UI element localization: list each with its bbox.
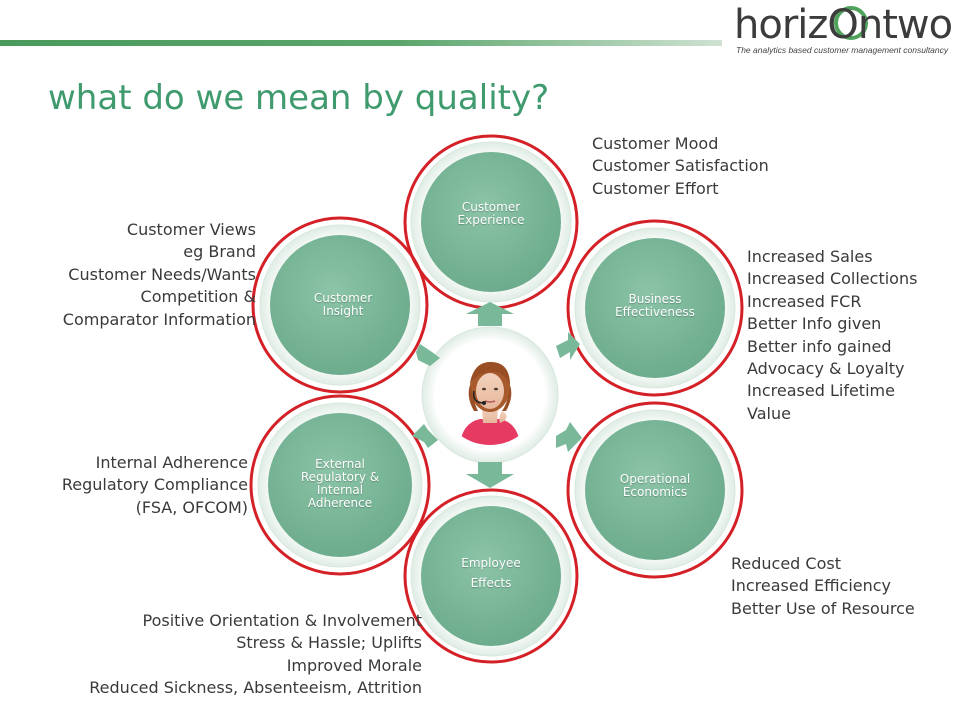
node-label-line: Employee [461,556,521,570]
note-line: Customer Mood [592,134,719,153]
highlight-ring-employee-effects [403,488,579,664]
note-customer-experience: Customer Mood Customer Satisfaction Cust… [592,133,769,200]
node-circle-employee-effects [410,495,572,657]
note-line: (FSA, OFCOM) [135,497,248,517]
node-label-line: Effects [470,576,512,590]
note-line: Positive Orientation & Involvement [142,611,422,630]
note-line: Stress & Hassle; Uplifts [236,633,422,653]
node-label-line: Customer [313,291,373,305]
arrow-to-business-effectiveness [556,332,580,360]
logo-tagline: The analytics based customer management … [736,45,949,55]
node-label-line: Experience [457,213,525,227]
highlight-ring-customer-insight [251,216,429,394]
note-line: Regulatory Compliance [61,475,248,495]
arrow-to-customer-insight [416,344,440,366]
note-line: eg Brand [183,242,256,262]
arrow-to-external-regulatory [412,424,438,448]
note-line: Comparator Information [62,309,256,329]
note-line: Increased Sales [747,247,873,266]
node-circle-operational-economics [574,409,736,571]
note-line: Internal Adherence [95,453,248,472]
note-line: Better Use of Resource [731,598,915,618]
note-line: Competition & [140,287,256,307]
note-line: Customer Effort [592,178,719,198]
note-line: Better info gained [747,336,892,356]
note-business-effectiveness: Increased Sales Increased Collections In… [747,246,917,425]
node-label-customer-experience: Customer Experience [458,201,525,227]
page-title: what do we mean by quality? [48,78,550,118]
arrow-to-employee-effects [466,462,514,488]
node-label-operational-economics: Operational Economics [620,473,690,499]
note-line: Customer Needs/Wants [68,264,256,284]
arrow-to-customer-experience [466,302,514,326]
node-label-line: Insight [322,304,364,318]
node-label-line: Operational [619,472,691,486]
highlight-ring-operational-economics [566,401,744,579]
highlight-ring-business-effectiveness [566,219,744,397]
header-accent-bar [0,40,722,46]
note-line: Value [747,403,791,423]
node-label-business-effectiveness: Business Effectiveness [615,293,695,319]
note-line: Reduced Sickness, Absenteeism, Attrition [89,678,422,698]
node-label-line: Internal [316,483,364,497]
customer-service-agent-avatar [440,345,540,445]
note-line: Increased Collections [747,269,918,289]
node-circle-external-regulatory [257,402,423,568]
node-label-line: Adherence [307,496,373,510]
logo-ring-icon [834,6,868,40]
node-circle-customer-experience [410,141,572,303]
note-employee-effects: Positive Orientation & Involvement Stres… [89,610,422,700]
node-label-customer-insight: Customer Insight [314,292,372,318]
note-external-regulatory: Internal Adherence Regulatory Compliance… [62,452,248,519]
note-line: Customer Satisfaction [592,156,769,176]
note-line: Better Info given [747,314,882,334]
note-line: Customer Views [126,220,256,239]
node-label-line: Effectiveness [615,305,695,319]
node-label-employee-effects: Employee Effects [461,553,520,593]
note-line: Advocacy & Loyalty [747,359,905,379]
node-label-line: Business [628,292,682,306]
note-line: Increased FCR [747,291,862,311]
logo-wordmark: horizOntwo [734,2,953,42]
node-label-line: Regulatory & [300,470,380,484]
highlight-ring-external-regulatory [249,394,431,576]
node-circle-customer-insight [259,224,421,386]
note-line: Increased Lifetime [747,381,895,401]
node-label-external-regulatory: External Regulatory & Internal Adherence [301,458,379,510]
arrow-to-operational-economics [556,422,582,452]
note-line: Improved Morale [286,655,422,675]
node-circle-business-effectiveness [574,227,736,389]
note-line: Increased Efficiency [731,576,892,596]
node-label-line: External [315,457,365,471]
note-line: Reduced Cost [731,554,841,573]
note-customer-insight: Customer Views eg Brand Customer Needs/W… [63,219,256,331]
note-operational-economics: Reduced Cost Increased Efficiency Better… [731,553,915,620]
company-logo: horizOntwo The analytics based customer … [734,2,952,58]
node-label-line: Economics [622,485,688,499]
node-label-line: Customer [461,200,521,214]
